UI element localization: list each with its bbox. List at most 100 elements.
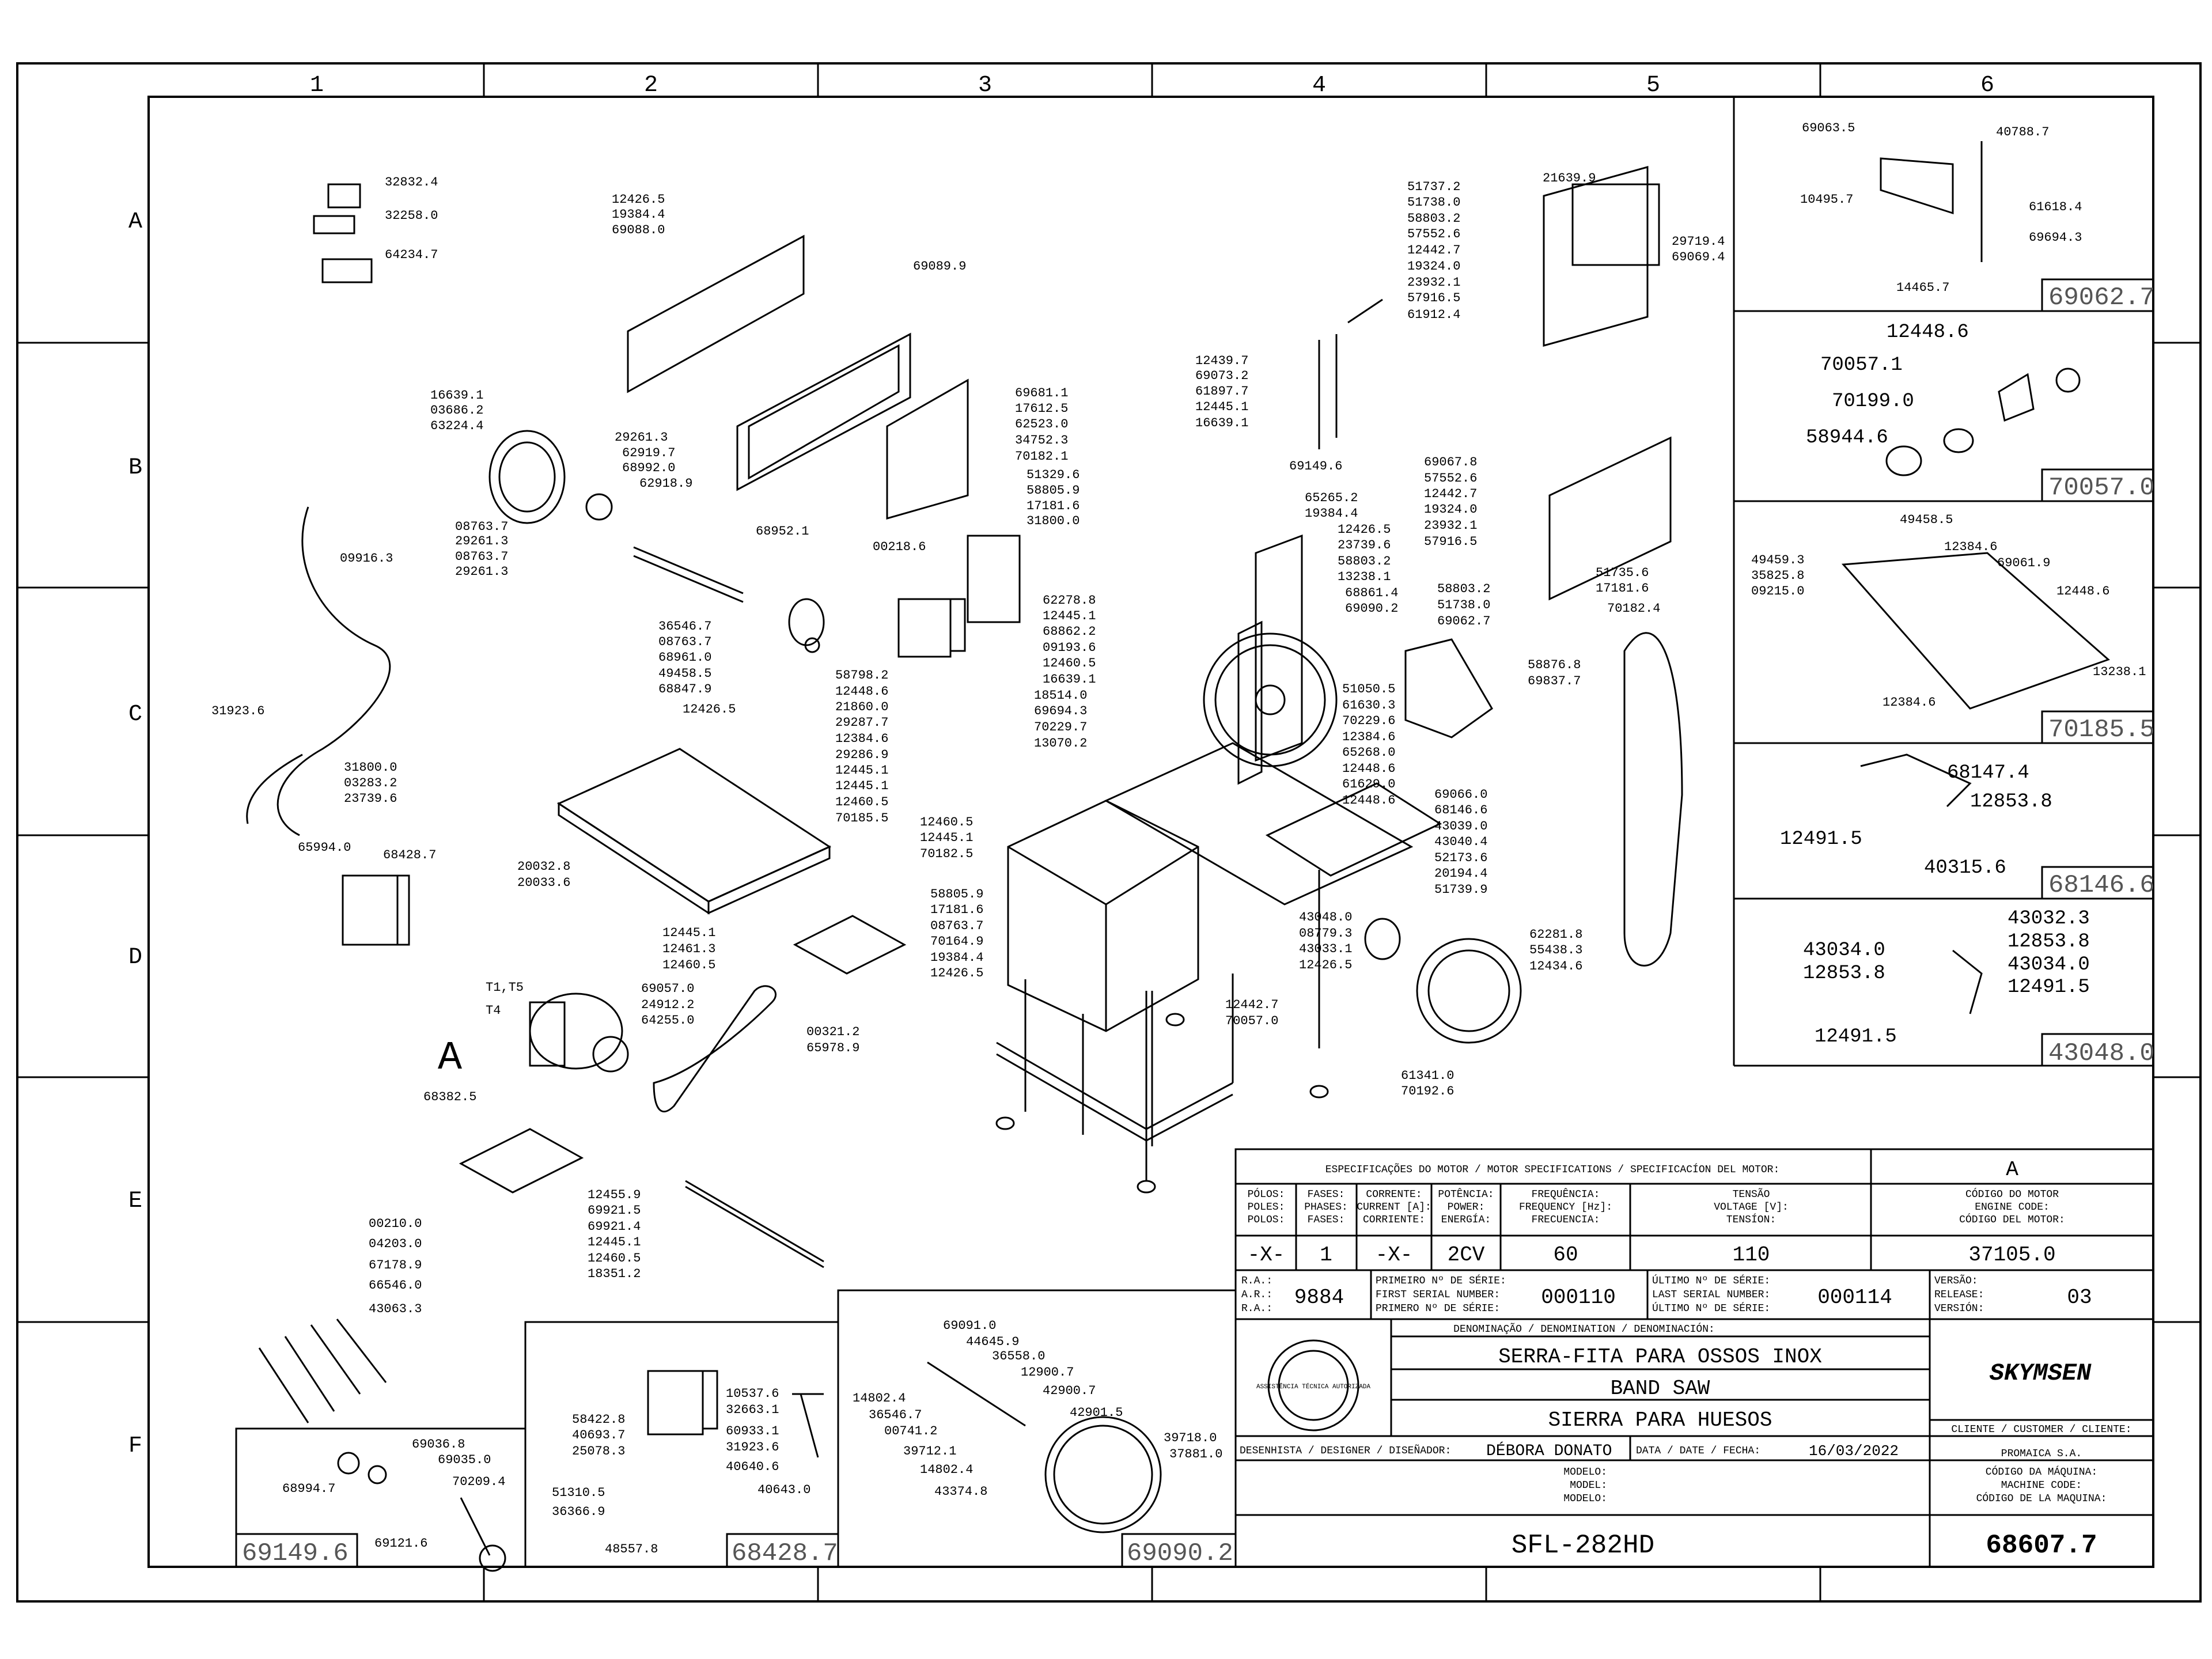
serial-label: ÚLTIMO Nº DE SÉRIE: [1652,1274,1770,1287]
title-block-text: ESPECIFICAÇÕES DO MOTOR / MOTOR SPECIFIC… [1240,1158,2132,1560]
part-label: 12442.7 [1424,487,1477,501]
outer-frame [16,62,2202,1603]
part-label: 09215.0 [1751,584,1804,599]
part-label: 69091.0 [943,1319,996,1333]
part-label: 20033.6 [517,876,570,890]
part-label: 70192.6 [1401,1084,1454,1099]
part-label: 12461.3 [662,942,715,956]
part-label: 58944.6 [1806,427,1888,449]
part-label: 12445.1 [1195,400,1248,414]
part-label: 58422.8 [572,1412,625,1427]
part-label: 35825.8 [1751,569,1804,583]
part-label: 61341.0 [1401,1069,1454,1083]
spec-col-label: CÓDIGO DEL MOTOR: [1959,1213,2065,1226]
part-label: 13238.1 [1338,570,1391,584]
part-label: 57552.6 [1424,471,1477,486]
part-label: 61630.3 [1342,698,1395,713]
part-label: 08763.7 [455,520,508,534]
machine-code-label: CÓDIGO DE LA MAQUINA: [1976,1492,2107,1505]
part-label: 61629.0 [1342,777,1395,791]
detail-box-id: 68428.7 [732,1539,838,1568]
part-label: 68992.0 [622,461,675,475]
part-label: 12384.6 [835,732,888,746]
part-label: 17181.6 [1027,499,1080,513]
grid-row-label: C [128,702,142,728]
part-label: 61897.7 [1195,384,1248,399]
part-label: 60933.1 [726,1424,779,1438]
part-label: 65268.0 [1342,745,1395,760]
part-label: 43374.8 [934,1484,987,1499]
part-label: 69088.0 [612,223,665,237]
part-label: 51739.9 [1434,882,1487,897]
part-label: 23932.1 [1424,518,1477,533]
part-label: 62919.7 [622,446,675,460]
grid-col-label: 2 [644,73,658,99]
product-name-pt: SERRA-FITA PARA OSSOS INOX [1498,1345,1822,1369]
version-value: 03 [2067,1286,2092,1309]
part-label: 70182.4 [1607,601,1660,616]
part-label: 51329.6 [1027,468,1080,482]
last-serial-value: 000114 [1817,1286,1892,1309]
part-label: 68382.5 [423,1090,476,1104]
part-label: 65994.0 [298,840,351,855]
part-label: 12426.5 [930,966,983,980]
part-label: 12491.5 [2008,976,2090,998]
part-label: 14465.7 [1896,281,1949,295]
part-label: 70057.1 [1820,354,1903,376]
part-label: 12448.6 [835,684,888,699]
spec-col-label: POWER: [1448,1202,1485,1213]
part-label: 12491.5 [1780,828,1862,850]
part-label: 61912.4 [1407,308,1460,322]
part-label: 20032.8 [517,859,570,874]
part-label: 52173.6 [1434,851,1487,865]
part-label: 68952.1 [756,524,809,539]
date-label: DATA / DATE / FECHA: [1636,1445,1760,1457]
spec-col-label: TENSÍON: [1726,1213,1776,1226]
grid-col-label: 6 [1980,73,1994,99]
part-label: 03283.2 [344,776,397,790]
part-label: 12491.5 [1815,1026,1897,1048]
part-label: 40788.7 [1996,125,2049,139]
part-label: 12439.7 [1195,354,1248,368]
part-label: 12426.5 [1338,522,1391,537]
part-label: 40643.0 [757,1483,810,1497]
machine-code-label: MACHINE CODE: [2001,1480,2082,1491]
part-label: 43040.4 [1434,835,1487,849]
part-label: 70182.5 [920,847,973,861]
part-label: 51737.2 [1407,180,1460,194]
part-label: 16639.1 [1043,672,1096,687]
part-label: 12853.8 [2008,931,2090,953]
part-label: 13238.1 [2093,665,2146,679]
part-label: 18514.0 [1034,688,1087,703]
spec-col-label: POLOS: [1248,1214,1285,1226]
spec-col-label: FASES: [1308,1189,1345,1200]
part-label: 57916.5 [1407,291,1460,305]
part-label: 21639.9 [1543,171,1596,185]
part-label: 69090.2 [1345,601,1398,616]
spec-value: 2CV [1448,1243,1485,1267]
part-label: 29261.3 [615,430,668,445]
part-label: 04203.0 [369,1237,422,1251]
spec-value: 110 [1733,1243,1770,1267]
date-value: 16/03/2022 [1809,1442,1899,1460]
part-label: 70057.0 [1225,1014,1278,1028]
part-label: 10495.7 [1800,192,1853,207]
serial-label: PRIMERO Nº DE SÉRIE: [1376,1302,1500,1315]
machine-code-value: 68607.7 [1986,1531,2097,1560]
grid-row-label: E [128,1188,142,1214]
motor-terminal-label: T4 [486,1003,501,1018]
part-label: 58876.8 [1528,658,1581,672]
part-label: 39718.0 [1164,1431,1217,1445]
part-label: 69089.9 [913,259,966,274]
part-label: 23739.6 [344,791,397,806]
part-label: 12445.1 [835,763,888,778]
part-label: 12384.6 [1883,695,1936,710]
spec-col-label: ENERGÍA: [1441,1213,1491,1226]
part-label: 29719.4 [1672,234,1725,249]
spec-col-label: FASES: [1308,1214,1345,1226]
detail-box-id: 70057.0 [2048,474,2155,502]
part-label: 12426.5 [683,702,736,717]
brand-logo-text: SKYMSEN [1990,1359,2092,1387]
grid-row-label: D [128,945,142,971]
part-label: 12384.6 [1342,730,1395,744]
